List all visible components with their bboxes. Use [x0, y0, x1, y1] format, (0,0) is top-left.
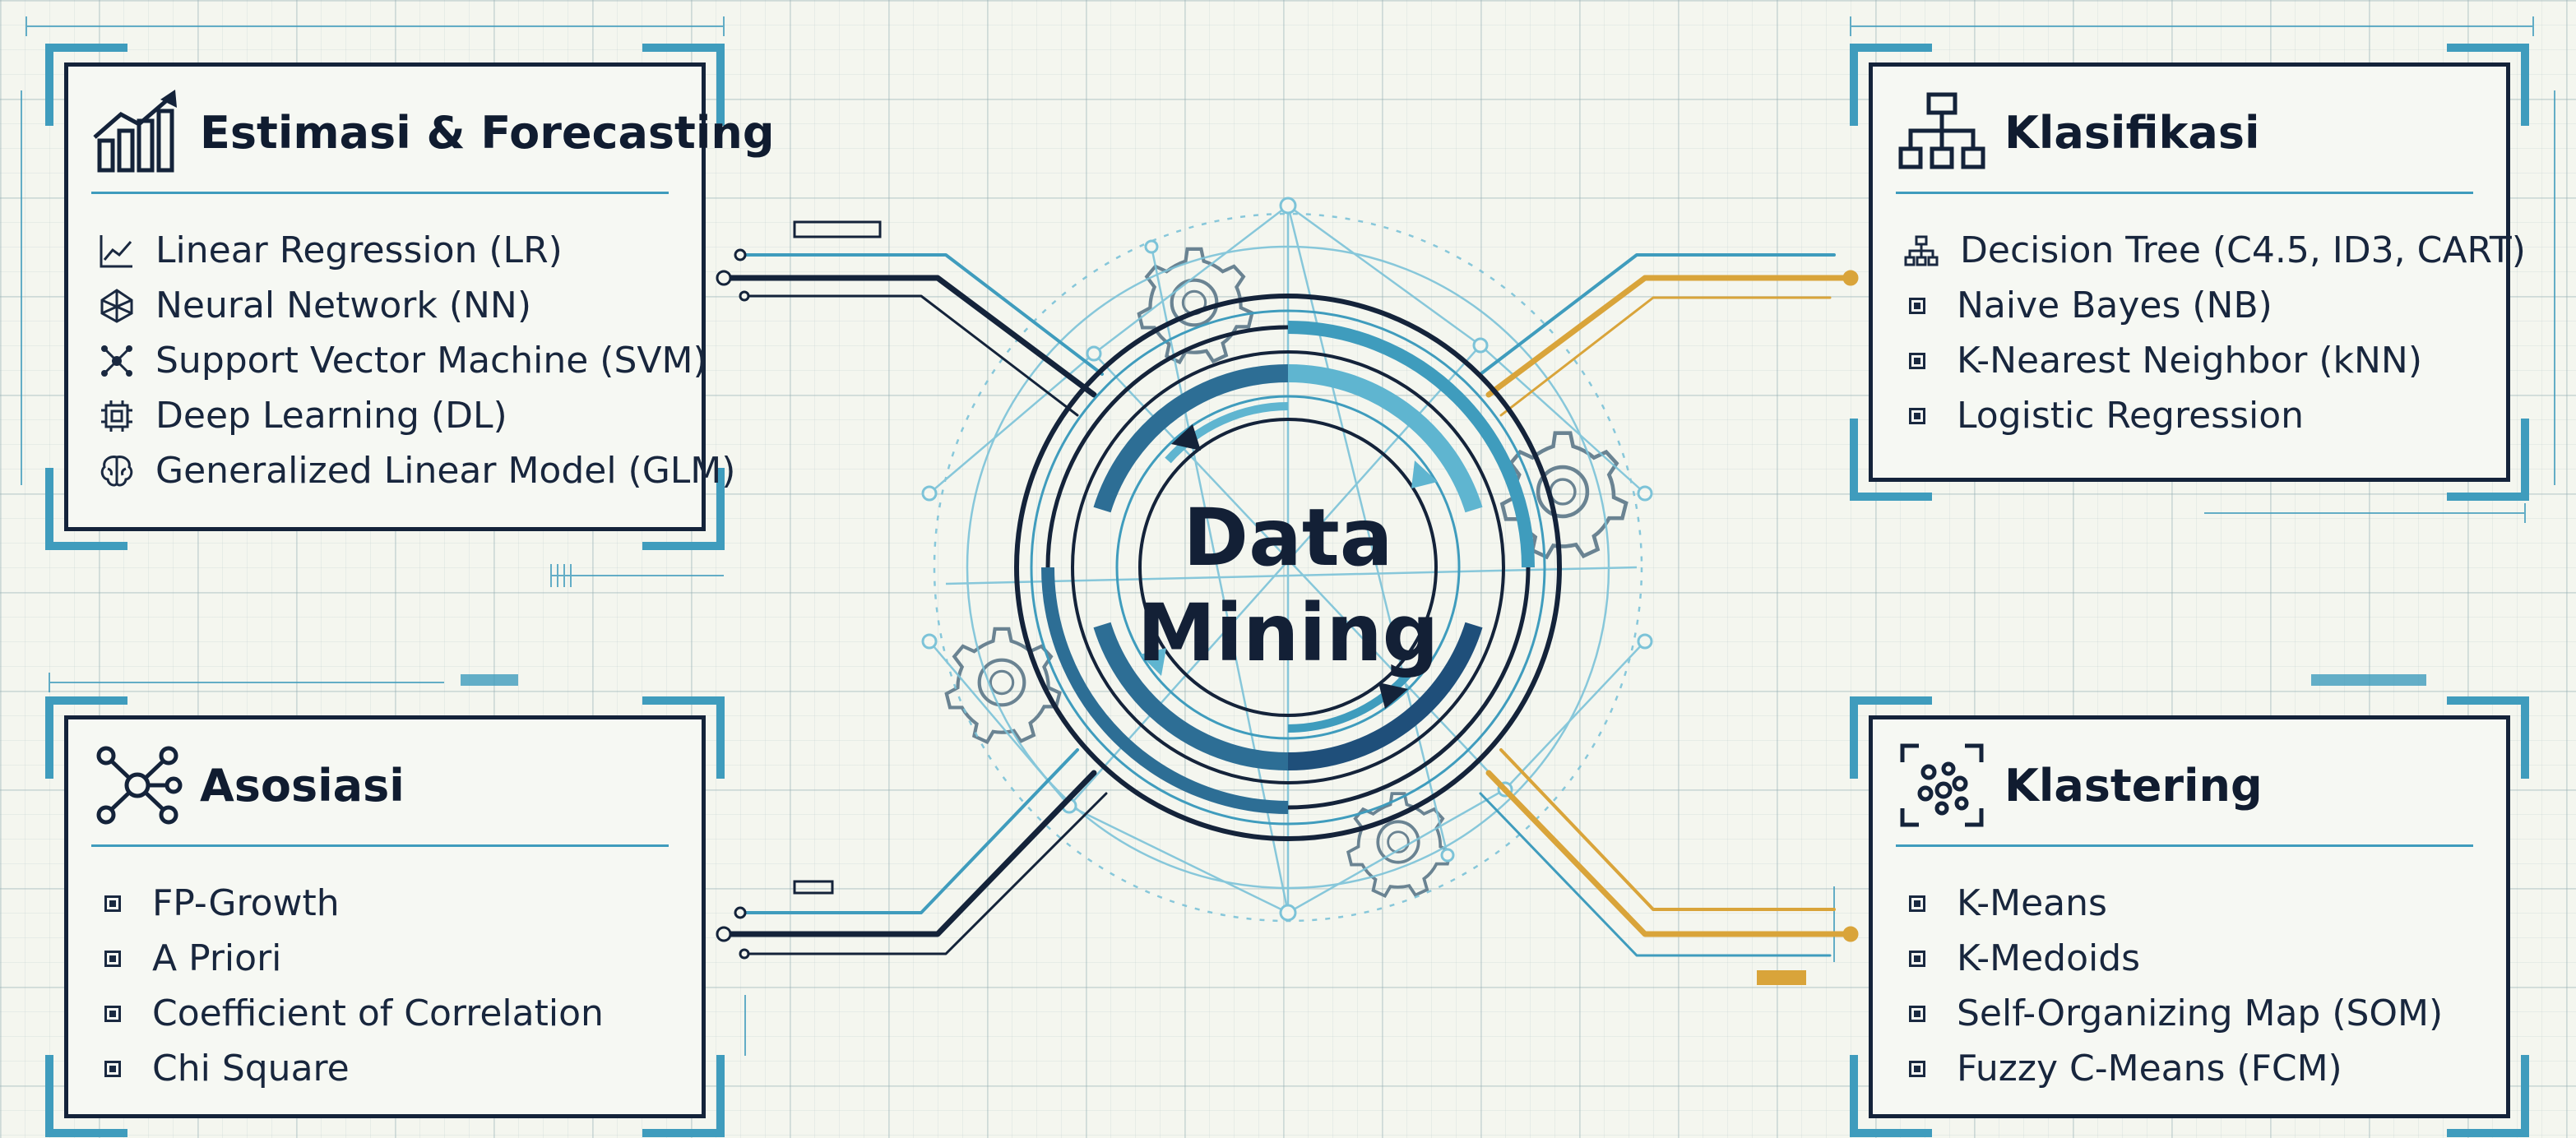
- item-label: Logistic Regression: [1957, 395, 2305, 437]
- list-item: Generalized Linear Model (GLM): [98, 443, 735, 498]
- list-item: K-Means: [1902, 876, 2443, 931]
- panel-title: Estimasi & Forecasting: [200, 106, 775, 159]
- item-label: K-Medoids: [1957, 937, 2141, 979]
- item-label: Naive Bayes (NB): [1957, 284, 2273, 326]
- chip-icon: [101, 400, 132, 432]
- item-label: Chi Square: [152, 1048, 350, 1089]
- vector-icon: [101, 345, 132, 377]
- square-bullet: [1909, 950, 1925, 967]
- item-label: A Priori: [152, 937, 282, 979]
- square-bullet: [1909, 352, 1925, 369]
- square-bullet: [1909, 895, 1925, 912]
- item-label: Support Vector Machine (SVM): [155, 340, 707, 382]
- item-label: Coefficient of Correlation: [152, 992, 604, 1034]
- item-label: K-Nearest Neighbor (kNN): [1957, 340, 2423, 382]
- square-bullet: [104, 950, 121, 967]
- item-label: K-Means: [1957, 882, 2107, 924]
- item-label: Self-Organizing Map (SOM): [1957, 992, 2444, 1034]
- divider: [91, 844, 669, 847]
- list-item: FP-Growth: [98, 876, 604, 931]
- item-label: Linear Regression (LR): [155, 229, 563, 271]
- list-item: Deep Learning (DL): [98, 388, 735, 443]
- network-icon: [100, 288, 133, 323]
- item-label: FP-Growth: [152, 882, 340, 924]
- list-item: K-Medoids: [1902, 931, 2443, 986]
- divider: [1896, 192, 2473, 194]
- square-bullet: [1909, 407, 1925, 424]
- list-item: Coefficient of Correlation: [98, 986, 604, 1041]
- cluster-icon: [1900, 743, 1984, 827]
- list-item: Support Vector Machine (SVM): [98, 333, 735, 388]
- square-bullet: [104, 1005, 121, 1022]
- line-chart-icon: [100, 234, 132, 267]
- panel-estimasi: Estimasi & Forecasting Linear Regression…: [45, 44, 774, 550]
- panel-title: Klastering: [2004, 759, 2263, 812]
- association-network-icon: [96, 746, 183, 825]
- list-item: Linear Regression (LR): [98, 223, 735, 278]
- center-title: Data Mining: [1082, 490, 1494, 681]
- list-item: Fuzzy C-Means (FCM): [1902, 1041, 2443, 1096]
- list-item: Logistic Regression: [1902, 388, 2526, 443]
- item-list: K-Means K-Medoids Self-Organizing Map (S…: [1902, 876, 2443, 1096]
- panel-title: Asosiasi: [200, 759, 405, 812]
- center-title-line1: Data: [1183, 492, 1393, 584]
- center-title-line2: Mining: [1137, 587, 1439, 679]
- list-item: Neural Network (NN): [98, 278, 735, 333]
- panel-klastering: Klastering K-Means K-Medoids Self-Organi…: [1850, 696, 2529, 1137]
- list-item: K-Nearest Neighbor (kNN): [1902, 333, 2526, 388]
- item-label: Decision Tree (C4.5, ID3, CART): [1960, 229, 2526, 271]
- list-item: A Priori: [98, 931, 604, 986]
- item-list: Linear Regression (LR) Neural Network (N…: [98, 223, 735, 498]
- divider: [91, 192, 669, 194]
- panel-klasifikasi: Klasifikasi Decision Tree (C4.5, ID3, CA…: [1850, 44, 2529, 501]
- square-bullet: [104, 895, 121, 912]
- item-list: Decision Tree (C4.5, ID3, CART) Naive Ba…: [1902, 223, 2526, 443]
- brain-icon: [100, 455, 133, 487]
- square-bullet: [1909, 1060, 1925, 1077]
- list-item: Decision Tree (C4.5, ID3, CART): [1902, 223, 2526, 278]
- item-label: Deep Learning (DL): [155, 395, 507, 437]
- item-label: Fuzzy C-Means (FCM): [1957, 1048, 2342, 1089]
- hierarchy-icon: [1898, 92, 1985, 169]
- item-label: Generalized Linear Model (GLM): [155, 450, 736, 492]
- growth-chart-icon: [93, 90, 177, 173]
- list-item: Chi Square: [98, 1041, 604, 1096]
- square-bullet: [1909, 1005, 1925, 1022]
- list-item: Self-Organizing Map (SOM): [1902, 986, 2443, 1041]
- tree-icon: [1904, 235, 1939, 266]
- panel-title: Klasifikasi: [2004, 106, 2260, 159]
- square-bullet: [104, 1060, 121, 1077]
- item-label: Neural Network (NN): [155, 284, 531, 326]
- divider: [1896, 844, 2473, 847]
- square-bullet: [1909, 297, 1925, 314]
- item-list: FP-Growth A Priori Coefficient of Correl…: [98, 876, 604, 1096]
- list-item: Naive Bayes (NB): [1902, 278, 2526, 333]
- panel-asosiasi: Asosiasi FP-Growth A Priori Coefficient …: [45, 696, 725, 1137]
